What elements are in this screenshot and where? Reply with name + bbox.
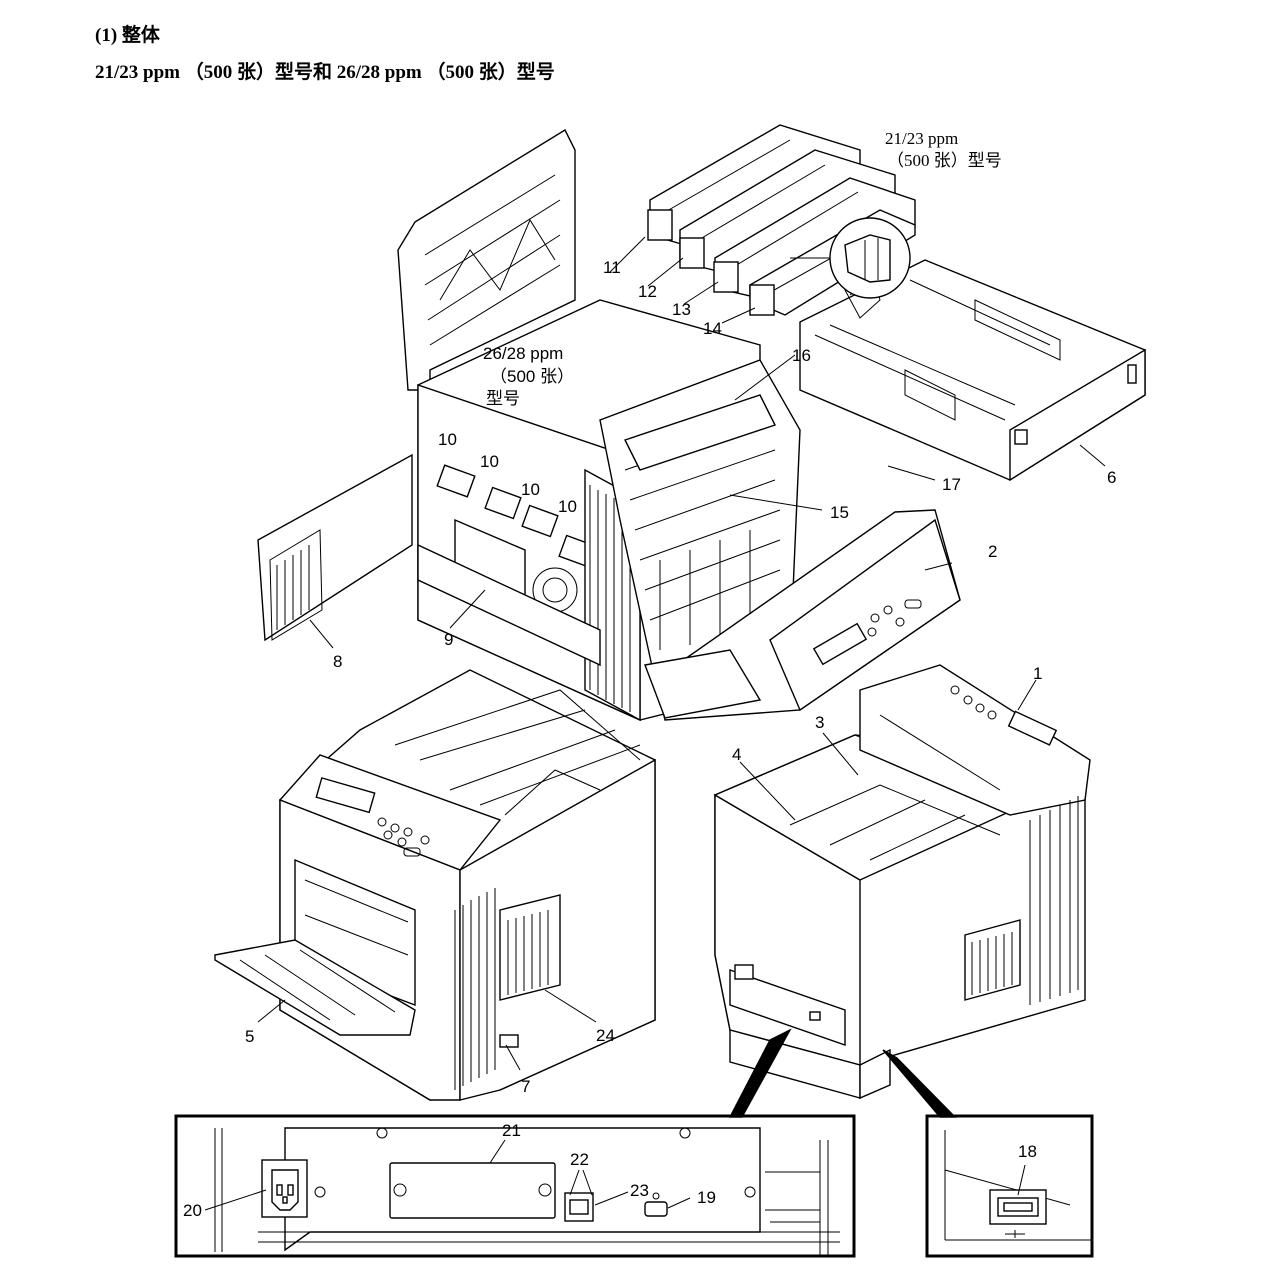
connector-detail-panel (174, 1114, 856, 1258)
callout-9: 9 (444, 630, 453, 649)
callout-16: 16 (792, 346, 811, 365)
callout-24: 24 (596, 1026, 615, 1045)
section-subtitle: 21/23 ppm （500 张）型号和 26/28 ppm （500 张）型号 (95, 62, 555, 83)
callout-22: 22 (570, 1150, 589, 1169)
callout-3: 3 (815, 713, 824, 732)
callout-20: 20 (183, 1201, 202, 1220)
callout-14: 14 (703, 319, 722, 338)
callout-13: 13 (672, 300, 691, 319)
callout-8: 8 (333, 652, 342, 671)
callout-1: 1 (1033, 664, 1042, 683)
rear-printer-illustration (713, 664, 1091, 1100)
paper-cassette-illustration (799, 259, 1146, 482)
callout-10-b: 10 (480, 452, 499, 471)
callout-11: 11 (603, 258, 621, 277)
callout-10-a: 10 (438, 430, 457, 449)
model-note-b-line3: 型号 (486, 389, 520, 408)
callout-15: 15 (830, 503, 849, 522)
callout-4: 4 (732, 745, 741, 764)
model-note-a-line2: （500 张）型号 (887, 151, 1002, 170)
callout-5: 5 (245, 1027, 254, 1046)
leader-lines (204, 236, 1106, 1211)
callout-10-c: 10 (521, 480, 540, 499)
callout-19: 19 (697, 1188, 716, 1207)
callout-12: 12 (638, 282, 657, 301)
front-printer-illustration (214, 669, 656, 1101)
callout-6: 6 (1107, 468, 1116, 487)
model-note-a-line1: 21/23 ppm (885, 129, 958, 148)
callout-2: 2 (988, 542, 997, 561)
usb-detail-panel (925, 1114, 1094, 1258)
callout-23: 23 (630, 1181, 649, 1200)
callout-21: 21 (502, 1121, 521, 1140)
open-printer-illustration (257, 129, 961, 722)
callout-17: 17 (942, 475, 961, 494)
section-title: (1) 整体 (95, 25, 160, 46)
model-note-b-line2: （500 张） (490, 367, 574, 386)
callout-10-d: 10 (558, 497, 577, 516)
latch-detail-illustration (790, 217, 911, 299)
callout-18: 18 (1018, 1142, 1037, 1161)
callout-7: 7 (521, 1077, 530, 1096)
model-note-b-line1: 26/28 ppm (483, 344, 563, 363)
